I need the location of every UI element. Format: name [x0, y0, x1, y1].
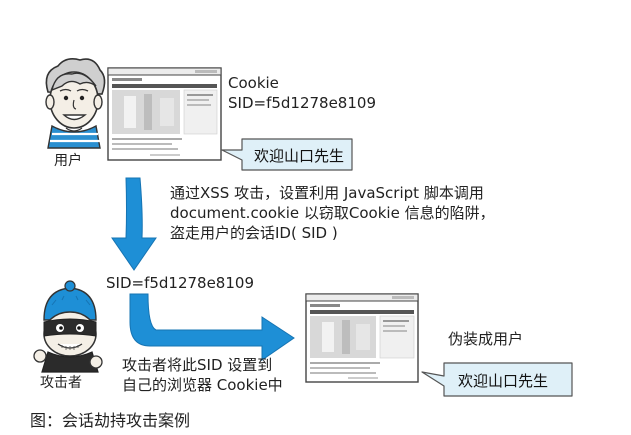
- attack-description-line-1: 通过XSS 攻击，设置利用 JavaScript 脚本调用: [170, 184, 484, 202]
- attacker-figure-icon: [33, 280, 103, 373]
- cookie-label: Cookie: [228, 74, 279, 92]
- browser-window-top: [107, 67, 222, 161]
- right-arrow-icon: [129, 293, 295, 361]
- down-arrow-icon: [111, 177, 157, 271]
- user-label: 用户: [54, 153, 82, 169]
- attack-description-line-2: document.cookie 以窃取Cookie 信息的陷阱，: [170, 204, 495, 222]
- user-figure-icon: [45, 58, 106, 149]
- sid-value-top: SID=f5d1278e8109: [228, 94, 376, 112]
- attacker-label: 攻击者: [40, 375, 82, 391]
- figure-caption: 图：会话劫持攻击案例: [30, 411, 191, 430]
- welcome-message-top: 欢迎山口先生: [254, 147, 345, 165]
- attack-description-line-3: 盗走用户的会话ID( SID ): [170, 224, 338, 242]
- attacker-action-line-2: 自己的浏览器 Cookie中: [122, 376, 283, 394]
- callout-bubble-top: [221, 138, 353, 171]
- impersonate-label: 伪装成用户: [448, 330, 524, 348]
- browser-window-bottom: [305, 293, 419, 383]
- stolen-sid-value: SID=f5d1278e8109: [106, 274, 254, 292]
- attacker-action-line-1: 攻击者将此SID 设置到: [122, 356, 273, 374]
- callout-bubble-bottom: [421, 362, 573, 397]
- welcome-message-bottom: 欢迎山口先生: [458, 372, 549, 390]
